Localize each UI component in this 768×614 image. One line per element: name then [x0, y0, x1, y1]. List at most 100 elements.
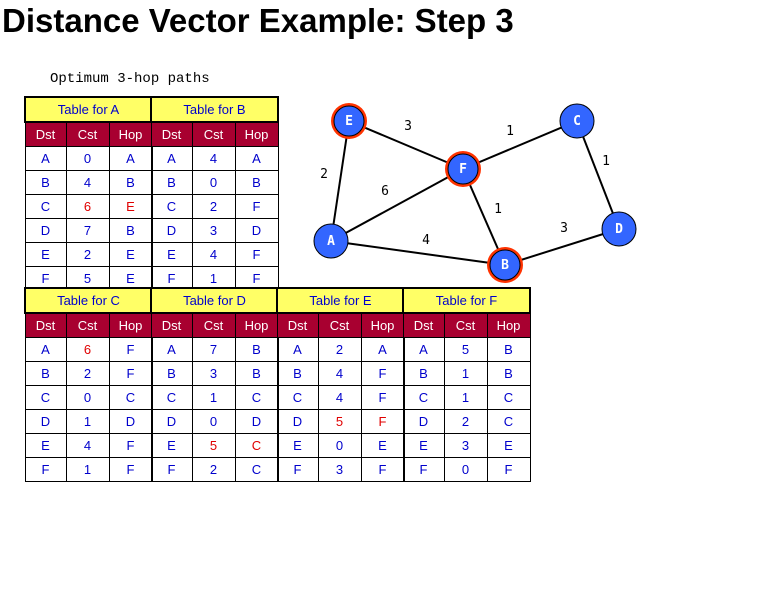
table-cell: E — [108, 242, 153, 267]
table-cell: B — [234, 361, 279, 386]
table-cell: 1 — [65, 409, 110, 434]
table-cell: B — [108, 218, 153, 243]
table-cell: 6 — [65, 194, 110, 219]
subtitle: Optimum 3-hop paths — [50, 71, 210, 87]
edge-c-d — [576, 120, 620, 230]
table-cell: F — [360, 409, 405, 434]
column-header: Hop — [486, 312, 531, 338]
table-cell: B — [486, 361, 531, 386]
node-a — [313, 223, 349, 259]
table-cell: A — [24, 337, 67, 362]
node-label: B — [501, 258, 509, 273]
table-cell: E — [24, 433, 67, 458]
table-cell: D — [234, 409, 279, 434]
table-cell: 4 — [191, 242, 236, 267]
table-cell: C — [234, 385, 279, 410]
edge-weight: 2 — [320, 167, 328, 182]
edge-weight: 3 — [560, 221, 568, 236]
edge-weight: 1 — [494, 202, 502, 217]
table-cell: A — [150, 337, 193, 362]
table-cell: E — [402, 433, 445, 458]
table-cell: 5 — [191, 433, 236, 458]
table-cell: 4 — [65, 170, 110, 195]
node-label: A — [327, 234, 335, 249]
table-cell: F — [150, 266, 193, 291]
node-e — [333, 105, 365, 137]
table-cell: D — [150, 218, 193, 243]
table-cell: A — [150, 146, 193, 171]
column-header: Dst — [150, 312, 193, 338]
column-header: Cst — [443, 312, 488, 338]
table-cell: 6 — [65, 337, 110, 362]
edge-b-d — [504, 228, 620, 266]
table-cell: F — [108, 457, 153, 482]
edge-a-b — [330, 240, 506, 266]
table-cell: B — [150, 170, 193, 195]
table-cell: 2 — [191, 194, 236, 219]
page-title: Distance Vector Example: Step 3 — [2, 2, 514, 39]
table-cell: 4 — [317, 361, 362, 386]
table-cell: 2 — [317, 337, 362, 362]
table-cell: D — [276, 409, 319, 434]
edge-weight: 1 — [506, 124, 514, 139]
table-cell: F — [234, 242, 279, 267]
table-cell: F — [486, 457, 531, 482]
table-cell: F — [276, 457, 319, 482]
table-cell: 3 — [191, 218, 236, 243]
table-cell: B — [24, 361, 67, 386]
table-cell: 0 — [191, 409, 236, 434]
node-d — [601, 211, 637, 247]
node-b — [489, 249, 521, 281]
table-cell: 0 — [65, 146, 110, 171]
node-f — [447, 153, 479, 185]
table-cell: D — [108, 409, 153, 434]
table-cell: B — [402, 361, 445, 386]
column-header: Hop — [108, 312, 153, 338]
table-cell: F — [402, 457, 445, 482]
table-cell: 5 — [65, 266, 110, 291]
column-header: Hop — [234, 312, 279, 338]
column-header: Hop — [234, 121, 279, 147]
table-cell: 2 — [191, 457, 236, 482]
table-cell: C — [402, 385, 445, 410]
table-cell: E — [150, 433, 193, 458]
table-cell: 0 — [443, 457, 488, 482]
table-cell: F — [234, 266, 279, 291]
table-cell: 1 — [191, 266, 236, 291]
table-cell: 1 — [65, 457, 110, 482]
table-cell: D — [402, 409, 445, 434]
node-label: E — [345, 114, 353, 129]
table-cell: B — [24, 170, 67, 195]
table-cell: F — [24, 266, 67, 291]
table-cell: A — [276, 337, 319, 362]
table-cell: B — [234, 337, 279, 362]
table-cell: 2 — [65, 361, 110, 386]
table-cell: F — [108, 337, 153, 362]
table-cell: E — [150, 242, 193, 267]
table-cell: C — [24, 385, 67, 410]
node-c — [559, 103, 595, 139]
table-cell: 2 — [443, 409, 488, 434]
table-cell: 0 — [191, 170, 236, 195]
